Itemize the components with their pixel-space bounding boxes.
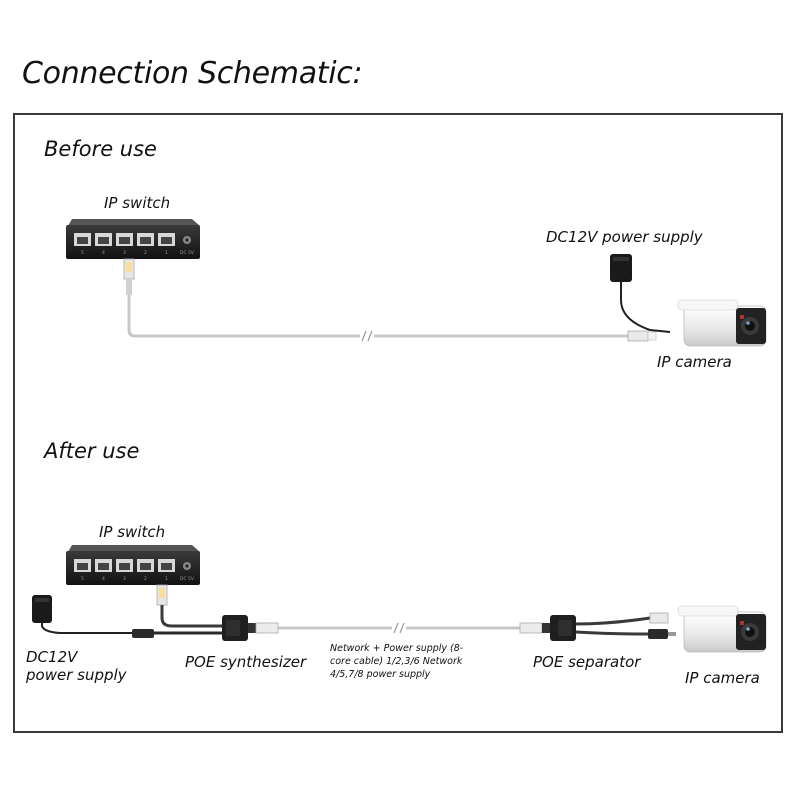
- before-port-label-1: 1: [165, 250, 168, 256]
- before-port-label-4: 4: [102, 250, 105, 256]
- before-port-label-3: 3: [123, 250, 126, 256]
- after-use-heading: After use: [44, 439, 140, 463]
- poe-synthesizer-icon: [222, 615, 256, 641]
- before-network-cable: [123, 258, 657, 342]
- page-title: Connection Schematic:: [22, 56, 363, 91]
- after-port-label-2: 2: [144, 576, 147, 582]
- after-dc-label: DC 5V: [180, 576, 195, 582]
- after-patch-cable: [156, 584, 222, 628]
- before-dc-label: DC 5V: [180, 250, 195, 256]
- cable-note: Network + Power supply (8-core cable) 1/…: [330, 643, 464, 680]
- before-port-label-5: 5: [81, 250, 84, 256]
- after-camera-label: IP camera: [685, 669, 760, 687]
- poe-main-cable: [255, 622, 543, 634]
- poe-separator-label: POE separator: [533, 653, 641, 671]
- after-switch-label: IP switch: [99, 523, 166, 541]
- after-power-label-line2: power supply: [26, 666, 127, 684]
- after-ip-camera-icon: [677, 605, 767, 653]
- before-power-label: DC12V power supply: [546, 228, 703, 246]
- before-camera-label: IP camera: [657, 353, 732, 371]
- after-port-label-4: 4: [102, 576, 105, 582]
- after-ip-switch-icon: 5 4 3 2 1 DC 5V: [66, 545, 200, 585]
- poe-separator-icon: [542, 612, 676, 641]
- before-use-heading: Before use: [44, 137, 157, 161]
- after-power-adapter-icon: [32, 595, 222, 638]
- after-port-label-5: 5: [81, 576, 84, 582]
- poe-synthesizer-label: POE synthesizer: [185, 653, 307, 671]
- before-power-adapter-icon: [610, 254, 671, 333]
- schematic-frame: [13, 113, 783, 733]
- after-port-label-1: 1: [165, 576, 168, 582]
- before-port-label-2: 2: [144, 250, 147, 256]
- after-port-label-3: 3: [123, 576, 126, 582]
- before-ip-switch-icon: 5 4 3 2 1 DC 5V: [66, 219, 200, 259]
- before-ip-camera-icon: [677, 299, 767, 347]
- before-switch-label: IP switch: [104, 194, 171, 212]
- after-power-label-line1: DC12V: [26, 648, 78, 666]
